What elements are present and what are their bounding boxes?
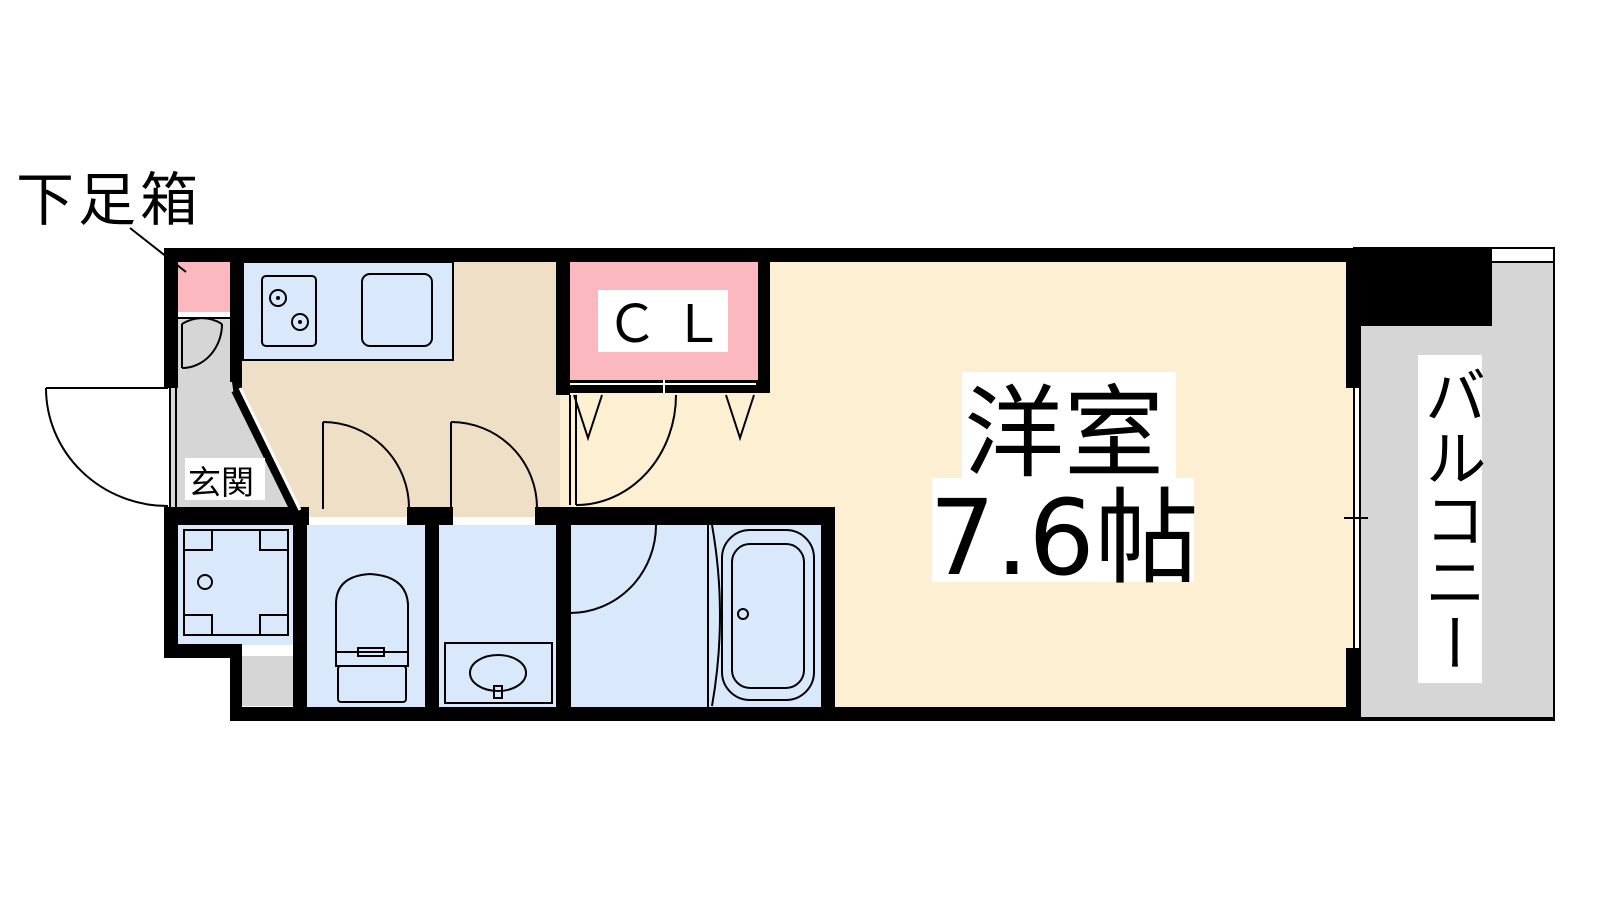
pipe-space [240,656,295,706]
room-size-label: 7.6帖 [929,477,1198,599]
sink-icon [361,273,433,347]
closet-label: ＣＬ [606,295,738,355]
room-name-label: 洋室 [964,375,1164,492]
toilet-icon [335,572,409,703]
gas-stove-icon [261,275,317,347]
bathroom-floor [570,525,825,707]
washer-pan-icon [183,529,289,636]
balcony-label: バルコニー [1414,364,1487,674]
shoe-box [178,262,230,312]
door-swing-icon [45,317,755,614]
wash-basin-icon [444,642,553,704]
entrance-label: 玄関 [188,463,254,502]
bathtub-icon [711,524,815,707]
washroom-floor [437,525,558,707]
washer-space [178,525,293,645]
shoe-box-label: 下足箱 [16,166,202,234]
walls [164,248,1492,721]
